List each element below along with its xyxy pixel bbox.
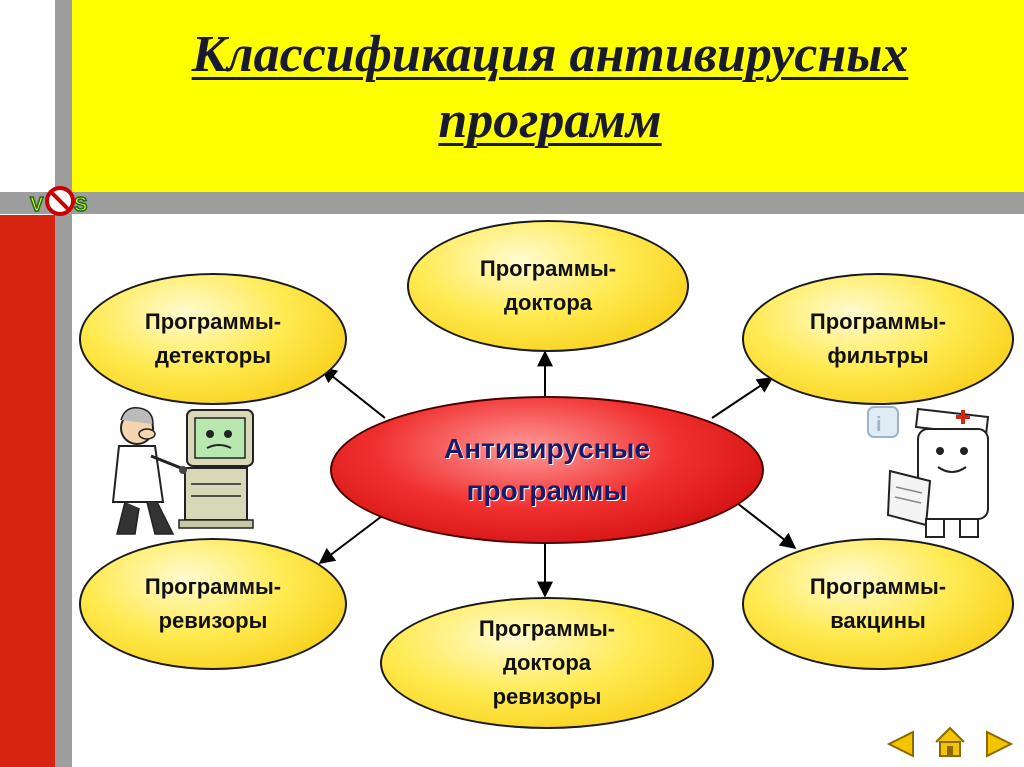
center-node-label: Антивирусные программы — [443, 433, 651, 506]
node-doctor-auditors: Программы- доктора ревизоры — [380, 597, 714, 729]
node-auditors: Программы- ревизоры — [79, 538, 347, 670]
node-doctor-auditors-label: Программы- доктора ревизоры — [478, 616, 616, 709]
node-doctors-label: Программы- доктора — [479, 256, 617, 315]
doctor-computer-illustration — [111, 407, 254, 535]
arrow-to-filters — [711, 377, 774, 419]
arrow-to-vaccines — [736, 502, 797, 549]
left-red-bar — [0, 215, 55, 767]
svg-text:S: S — [74, 194, 87, 216]
arrow-to-auditors — [318, 515, 383, 564]
node-auditors-label: Программы- ревизоры — [144, 574, 282, 633]
node-vaccines: Программы- вакцины — [742, 538, 1014, 670]
node-filters-label: Программы- фильтры — [809, 309, 947, 368]
arrow-to-detectors — [320, 367, 386, 419]
title-band — [72, 0, 1024, 192]
gray-divider — [0, 192, 1024, 214]
node-doctors: Программы- доктора — [407, 220, 689, 352]
node-detectors-label: Программы- детекторы — [144, 309, 282, 368]
svg-text:V: V — [30, 194, 44, 216]
slide-title: Классификация антивирусных программ — [191, 26, 909, 149]
virus-logo-icon: V S — [29, 186, 88, 217]
node-filters: Программы- фильтры — [742, 273, 1014, 405]
nurse-illustration: i — [867, 406, 990, 538]
center-node: Антивирусные программы — [330, 396, 764, 544]
node-vaccines-label: Программы- вакцины — [809, 574, 947, 633]
node-detectors: Программы- детекторы — [79, 273, 347, 405]
next-icon[interactable] — [983, 728, 1015, 760]
home-icon[interactable] — [932, 724, 968, 760]
svg-text:i: i — [876, 414, 882, 436]
prev-icon[interactable] — [885, 728, 917, 760]
